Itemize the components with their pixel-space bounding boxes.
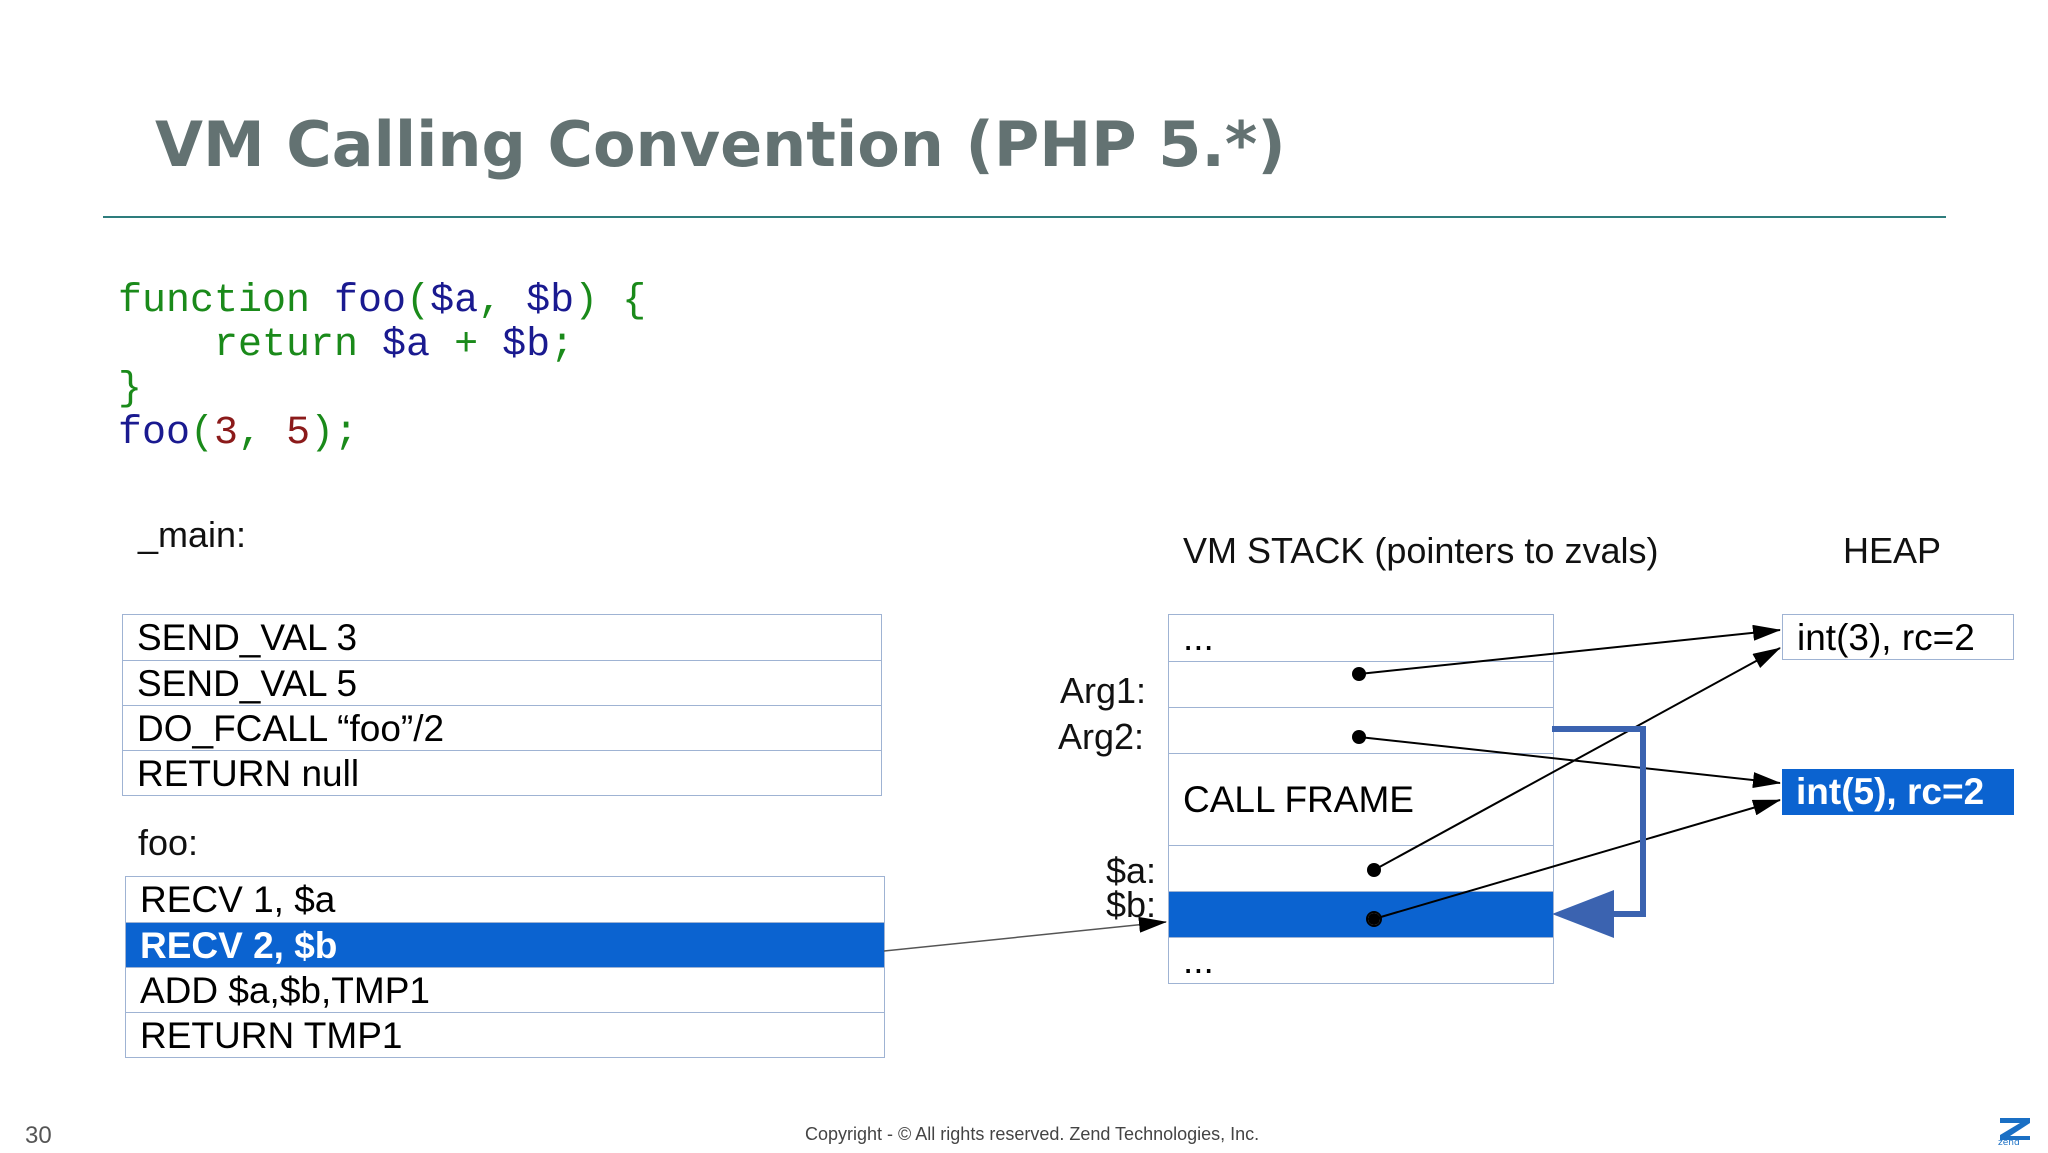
main-op-row: SEND_VAL 3 bbox=[137, 617, 358, 658]
foo-label: foo: bbox=[138, 822, 199, 863]
slide-title: VM Calling Convention (PHP 5.*) bbox=[155, 108, 1286, 181]
foo-op-row: RECV 1, $a bbox=[140, 879, 336, 920]
zend-logo: zend bbox=[1996, 1114, 2034, 1148]
copy-arg-bracket bbox=[1552, 726, 1646, 917]
foo-op-row: ADD $a,$b,TMP1 bbox=[126, 967, 884, 1012]
code-line-4: foo(3, 5); bbox=[118, 411, 359, 456]
zend-logo-text: zend bbox=[1998, 1138, 2020, 1148]
stack-slot-arg2 bbox=[1169, 707, 1553, 753]
foo-opcode-table: RECV 1, $a RECV 2, $b ADD $a,$b,TMP1 RET… bbox=[125, 876, 885, 1058]
main-op-row: SEND_VAL 5 bbox=[123, 660, 881, 705]
foo-op-row: RETURN TMP1 bbox=[126, 1012, 884, 1057]
opline-arrow bbox=[883, 916, 1167, 952]
stack-label-b: $b: bbox=[1106, 884, 1157, 925]
heap-title: HEAP bbox=[1843, 530, 1942, 571]
copyright-text: Copyright - © All rights reserved. Zend … bbox=[805, 1124, 1260, 1144]
main-label: _main: bbox=[138, 514, 247, 555]
code-line-2: return $a + $b; bbox=[214, 323, 575, 368]
stack-slot-b bbox=[1169, 891, 1553, 937]
main-op-row: DO_FCALL “foo”/2 bbox=[123, 705, 881, 750]
main-op-row: RETURN null bbox=[123, 750, 881, 795]
copy-arg-arrowhead bbox=[1552, 890, 1614, 938]
main-opcode-table: SEND_VAL 3 SEND_VAL 5 DO_FCALL “foo”/2 R… bbox=[122, 614, 882, 796]
stack-label-arg1: Arg1: bbox=[1060, 670, 1147, 711]
heap-zval-int5: int(5), rc=2 bbox=[1782, 769, 2014, 815]
stack-slot-a bbox=[1169, 845, 1553, 891]
stack-slot-arg1 bbox=[1169, 661, 1553, 707]
page-number: 30 bbox=[25, 1122, 52, 1149]
stack-label-a: $a: bbox=[1106, 850, 1157, 891]
stack-row-ellipsis-top: ... bbox=[1183, 617, 1214, 658]
heap-zval-int3: int(3), rc=2 bbox=[1782, 614, 2014, 660]
stack-call-frame: CALL FRAME bbox=[1169, 753, 1553, 845]
foo-op-row-current: RECV 2, $b bbox=[126, 922, 884, 967]
zend-logo-icon bbox=[2000, 1118, 2030, 1140]
stack-label-arg2: Arg2: bbox=[1058, 716, 1145, 757]
code-line-1: function foo($a, $b) { bbox=[118, 279, 647, 324]
code-block: function foo($a, $b) { return $a + $b; }… bbox=[118, 280, 646, 456]
title-divider bbox=[103, 216, 1946, 218]
vm-stack-title: VM STACK (pointers to zvals) bbox=[1183, 530, 1659, 571]
stack-row-ellipsis-bottom: ... bbox=[1169, 937, 1553, 983]
code-line-3: } bbox=[118, 367, 143, 412]
vm-stack: ... CALL FRAME ... bbox=[1168, 614, 1554, 984]
